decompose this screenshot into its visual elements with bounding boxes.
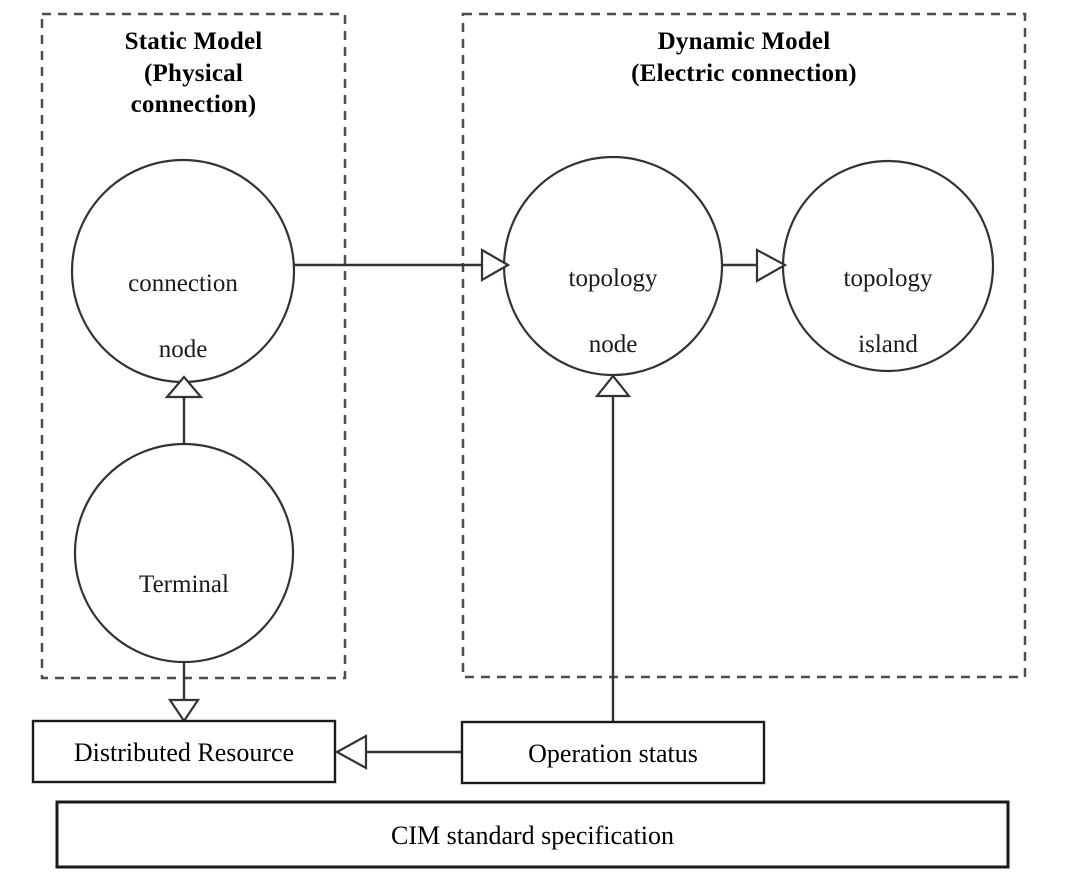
dynamic-model-title-line2: (Electric connection) [631,59,857,87]
dynamic-model-frame [461,12,1027,679]
cim-standard-specification-label: CIM standard specification [390,821,675,850]
topology-node-label-line2: node [588,331,638,358]
terminal-label: Terminal [75,535,293,634]
arrowhead-terminal-distributed-resource [167,698,201,723]
arrowhead-connection-node-topology-node [480,248,511,282]
topology-island-label-line2: island [858,331,918,358]
operation-status-label: Operation status [528,739,698,768]
static-model-frame [40,12,347,680]
operation-status-box[interactable] [460,720,766,785]
arrowhead-topology-node-topology-island [755,248,788,283]
terminal-label-line1: Terminal [139,571,229,598]
arrowhead-operation-status-topology-node [594,374,632,398]
cim-standard-specification-box[interactable] [55,800,1010,869]
topology-node-label: topology node [504,229,722,394]
static-model-title: Static Model (Physical connection) [42,26,345,121]
arrowhead-operation-status-distributed-resource [334,734,368,770]
topology-node-label-line1: topology [568,265,658,292]
topology-island-label-line1: topology [843,265,933,292]
arrowhead-terminal-connection-node [164,375,204,399]
connection-node-label: connection node [73,234,293,399]
dynamic-model-title-line1: Dynamic Model [657,28,831,55]
static-model-title-line1: Static Model [124,28,263,55]
distributed-resource-box[interactable] [31,719,337,784]
distributed-resource-label: Distributed Resource [73,738,295,767]
topology-island-label: topology island [783,229,993,394]
static-model-title-line2: (Physical [143,59,244,87]
static-model-title-line3: connection) [130,91,257,118]
dynamic-model-title: Dynamic Model (Electric connection) [463,26,1025,89]
connection-node-label-line1: connection [128,270,238,297]
connection-node-label-line2: node [158,336,208,363]
